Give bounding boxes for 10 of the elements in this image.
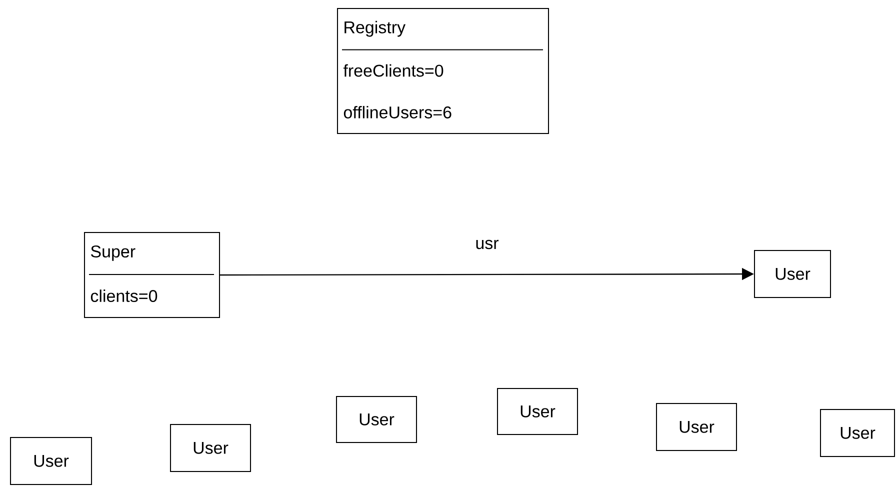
class-box: Super clients=0 [84, 232, 220, 318]
class-box: User [754, 250, 831, 298]
class-box: User [820, 409, 895, 457]
class-box: User [170, 424, 251, 472]
class-box: User [336, 396, 417, 443]
class-box: Registry freeClients=0 offlineUsers=6 [337, 8, 549, 134]
edge-label: usr [476, 240, 499, 250]
class-box: User [497, 388, 578, 435]
class-box: User [10, 437, 92, 485]
class-box: User [656, 403, 737, 451]
